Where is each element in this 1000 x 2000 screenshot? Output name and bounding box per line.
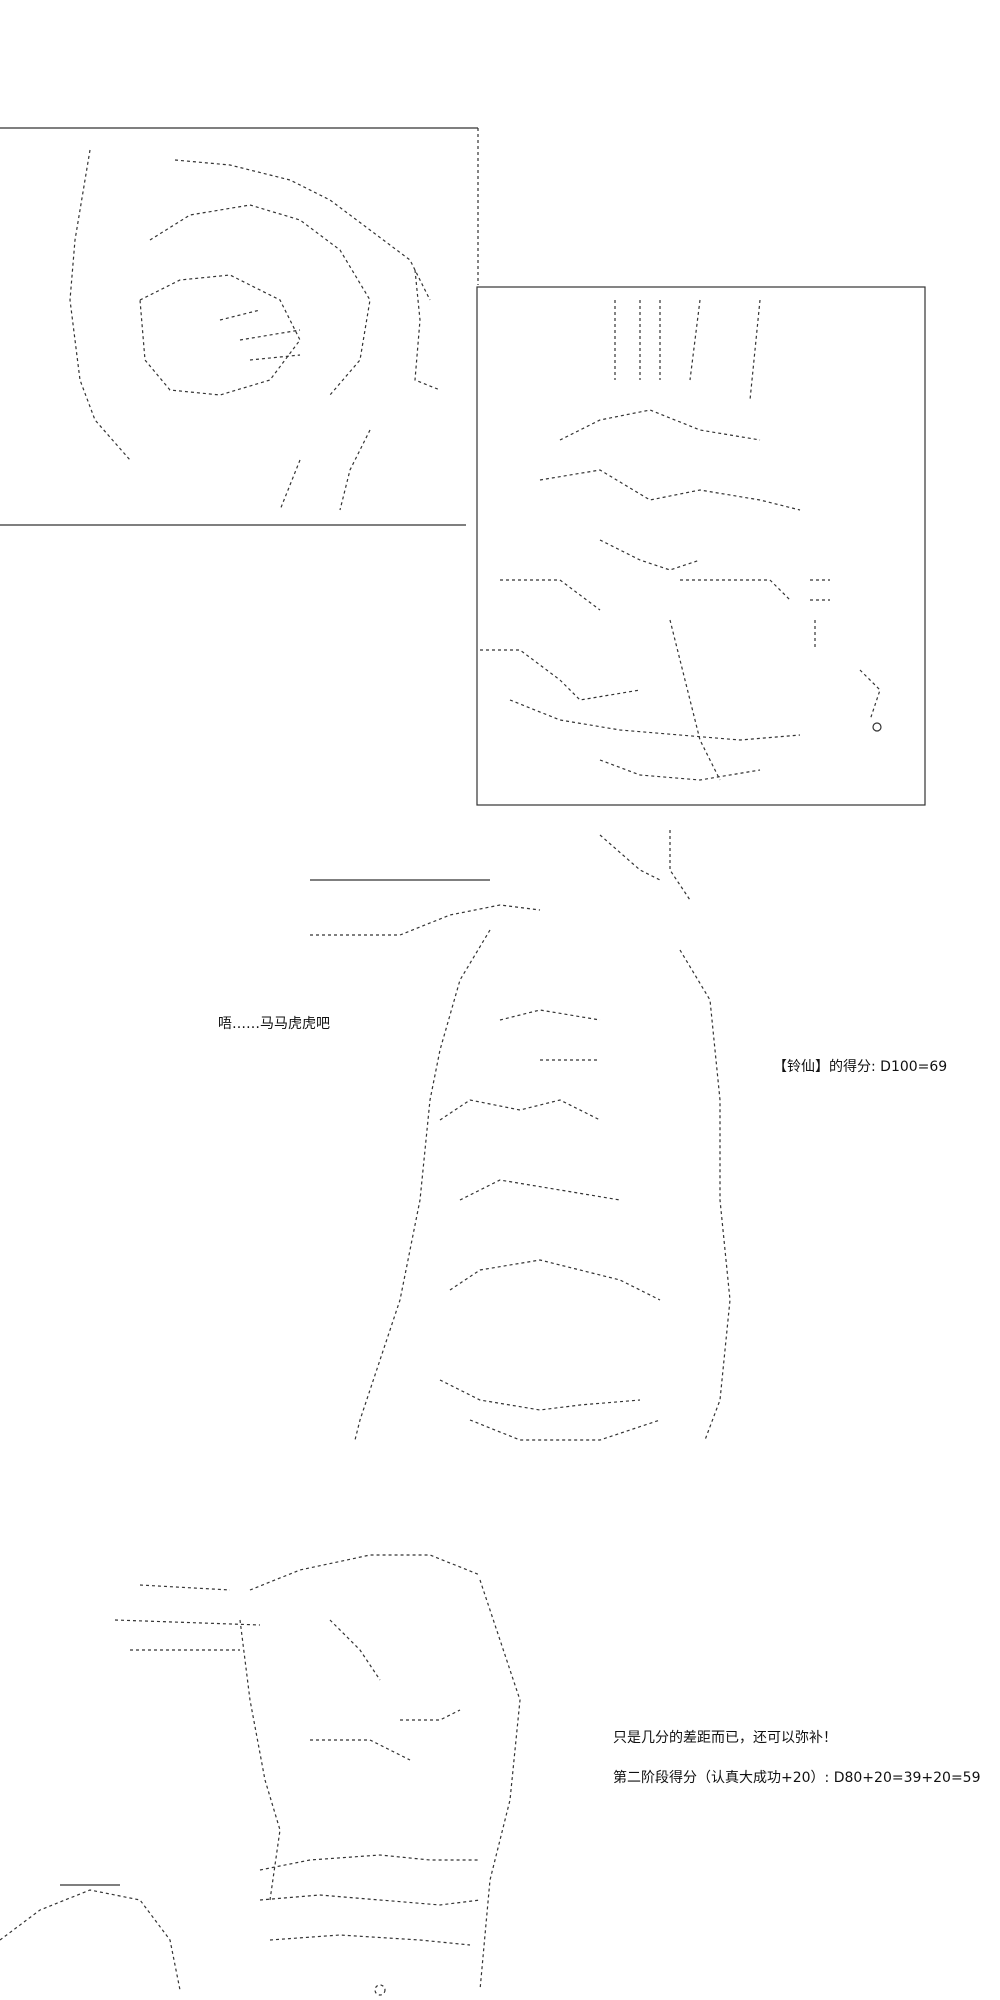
reisen-ascii-figure bbox=[310, 830, 731, 1441]
panel-top-left bbox=[0, 127, 479, 526]
caption-comment: 只是几分的差距而已，还可以弥补！ bbox=[613, 1730, 837, 1746]
panel-top-right bbox=[476, 286, 926, 806]
caption-reisen-score: 【铃仙】的得分: D100=69 bbox=[773, 1059, 948, 1075]
bottom-ascii-figure bbox=[0, 1554, 521, 1996]
caption-tone: 唔……马马虎虎吧 bbox=[218, 1016, 330, 1032]
caption-stage2-score: 第二阶段得分（认真大成功+20）: D80+20=39+20=59 bbox=[613, 1770, 981, 1786]
